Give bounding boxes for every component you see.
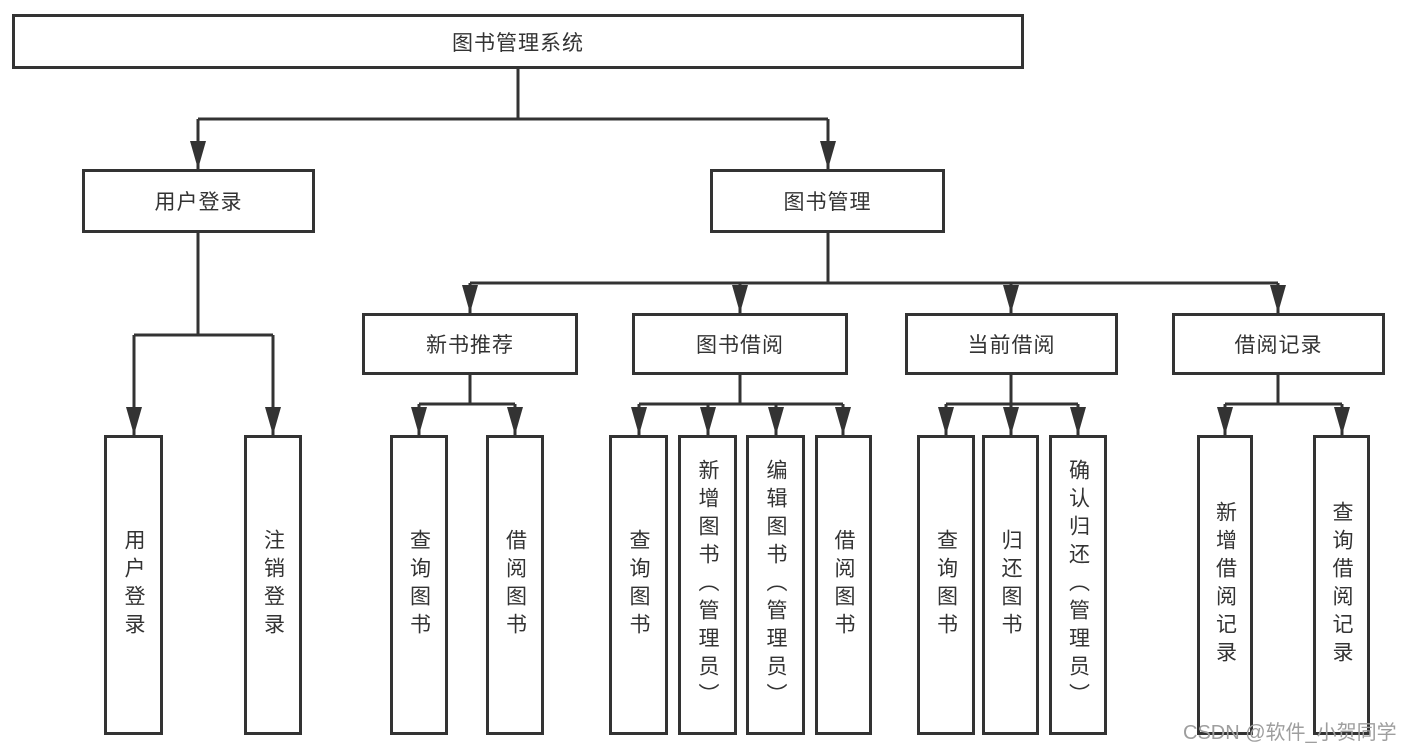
- leaf-bb-query-books: 查询图书: [609, 435, 668, 735]
- node-root: 图书管理系统: [12, 14, 1024, 69]
- node-book-management: 图书管理: [710, 169, 945, 233]
- node-borrowing-records: 借阅记录: [1172, 313, 1385, 375]
- leaf-bb-borrow-books: 借阅图书: [815, 435, 872, 735]
- leaf-logout: 注销登录: [244, 435, 302, 735]
- leaf-nbr-query-books: 查询图书: [390, 435, 448, 735]
- leaf-br-query-borrow-record: 查询借阅记录: [1313, 435, 1370, 735]
- leaf-br-add-borrow-record: 新增借阅记录: [1197, 435, 1253, 735]
- csdn-watermark: CSDN @软件_小贺同学: [1183, 722, 1397, 744]
- leaf-cb-confirm-return-admin: 确认归还（管理员）: [1049, 435, 1107, 735]
- leaf-user-login: 用户登录: [104, 435, 163, 735]
- tree-edges: [132, 69, 1344, 435]
- node-user-login: 用户登录: [82, 169, 315, 233]
- leaf-nbr-borrow-books: 借阅图书: [486, 435, 544, 735]
- leaf-cb-query-books: 查询图书: [917, 435, 975, 735]
- arrowhead-icons: [126, 141, 1350, 435]
- leaf-bb-edit-books-admin: 编辑图书（管理员）: [746, 435, 805, 735]
- leaf-bb-add-books-admin: 新增图书（管理员）: [678, 435, 737, 735]
- node-new-book-recommendation: 新书推荐: [362, 313, 578, 375]
- node-current-borrowing: 当前借阅: [905, 313, 1118, 375]
- leaf-cb-return-books: 归还图书: [982, 435, 1039, 735]
- node-book-borrowing: 图书借阅: [632, 313, 848, 375]
